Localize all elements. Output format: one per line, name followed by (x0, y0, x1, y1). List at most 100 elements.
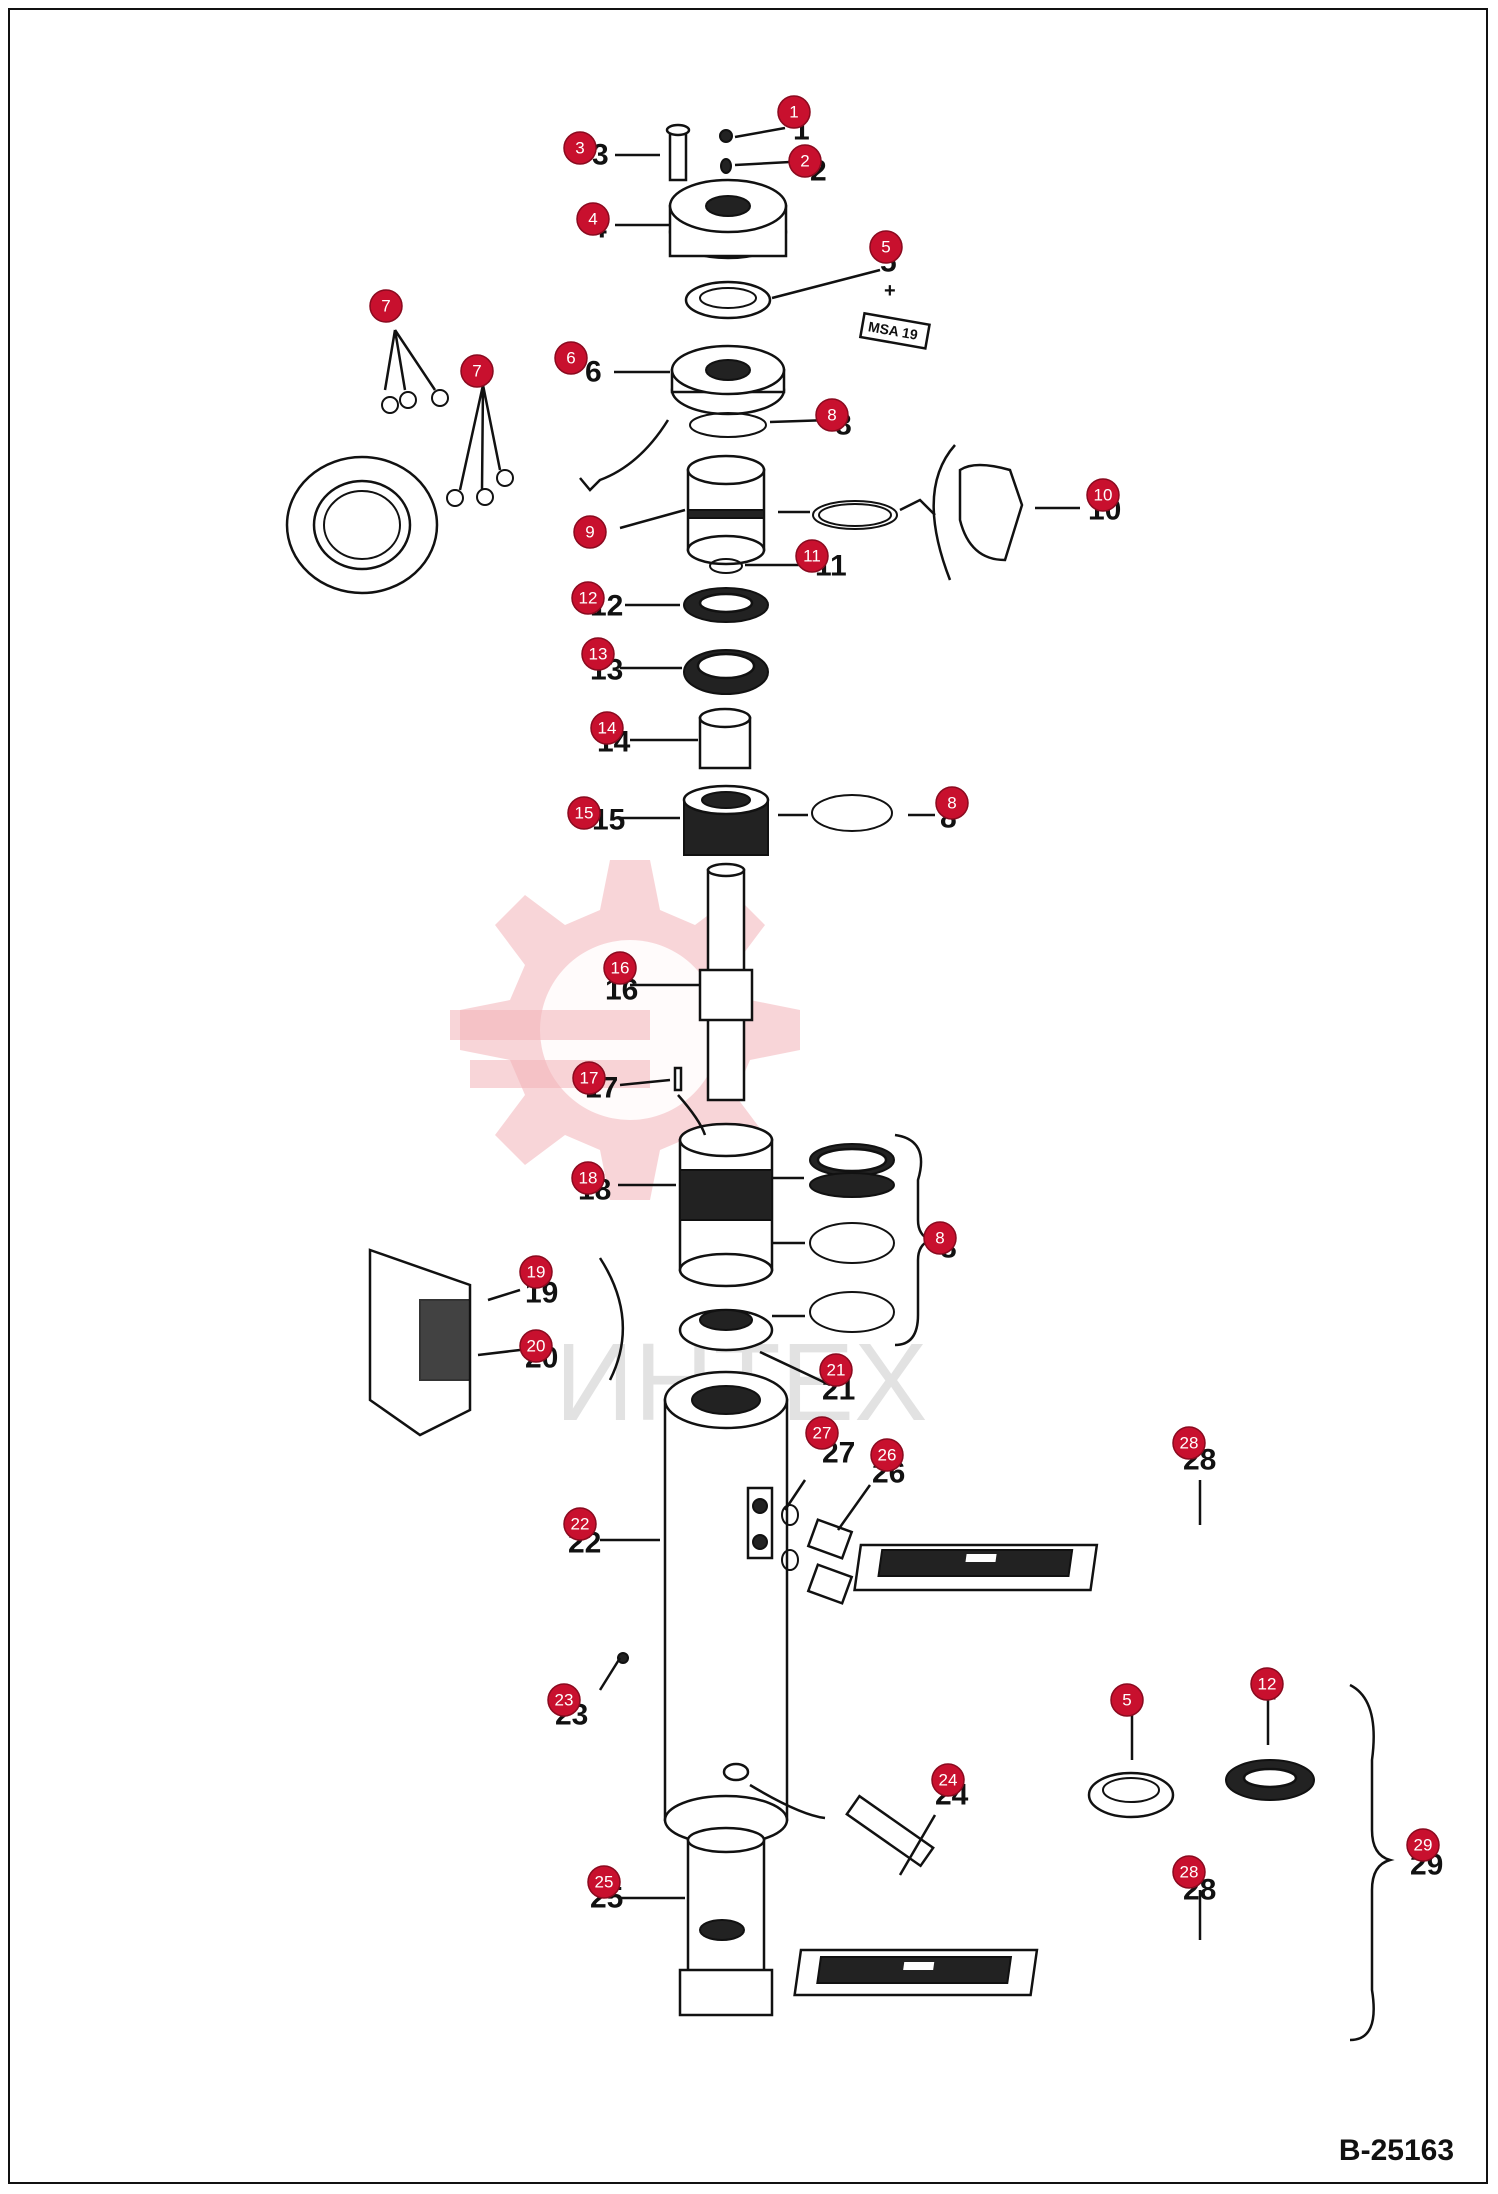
callout-27: 27 (805, 1416, 839, 1450)
callout-3: 3 (563, 131, 597, 165)
callout-19: 19 (519, 1255, 553, 1289)
parts-column: MSA 19 + (617, 123, 935, 2017)
callout-5: 5 (1110, 1683, 1144, 1717)
callout-number: 14 (598, 719, 617, 738)
callout-number: 27 (813, 1424, 832, 1443)
detail-ring-section (368, 1248, 625, 1437)
callout-2: 2 (788, 144, 822, 178)
callout-circle (923, 1221, 957, 1255)
callout-number: 3 (575, 139, 584, 158)
callout-23: 23 (547, 1683, 581, 1717)
drawing-frame (8, 8, 1488, 2184)
callout-number: 8 (935, 1229, 944, 1248)
callout-number: 2 (800, 152, 809, 171)
callout-circle (571, 581, 605, 615)
callout-number: 16 (611, 959, 630, 978)
callout-28: 28 (1172, 1855, 1206, 1889)
callout-number: 19 (527, 1263, 546, 1282)
svg-text:6: 6 (585, 356, 602, 389)
callout-11: 11 (795, 539, 829, 573)
callout-circle (369, 289, 403, 323)
callout-number: 24 (939, 1771, 958, 1790)
callout-number: 6 (566, 349, 575, 368)
callout-circle (587, 1865, 621, 1899)
callout-26: 26 (870, 1438, 904, 1472)
callout-7: 7 (460, 354, 494, 388)
callout-18: 18 (571, 1161, 605, 1195)
callout-circle (805, 1416, 839, 1450)
callout-circle (815, 398, 849, 432)
callout-circle (777, 95, 811, 129)
callout-circle (788, 144, 822, 178)
callout-circle (563, 131, 597, 165)
callout-number: 1 (789, 103, 798, 122)
callout-22: 22 (563, 1507, 597, 1541)
plus-sign: + (884, 280, 896, 302)
callout-number: 8 (827, 406, 836, 425)
callout-circle (1250, 1667, 1284, 1701)
callout-number: 25 (595, 1873, 614, 1892)
callout-7: 7 (369, 289, 403, 323)
callout-circle (563, 1507, 597, 1541)
callout-circle (1406, 1828, 1440, 1862)
callout-number: 20 (527, 1337, 546, 1356)
callout-circle (567, 796, 601, 830)
callout-number: 5 (1122, 1691, 1131, 1710)
callout-8: 8 (923, 1221, 957, 1255)
callout-circle (460, 354, 494, 388)
callout-17: 17 (572, 1061, 606, 1095)
callout-number: 17 (580, 1069, 599, 1088)
callout-number: 10 (1094, 486, 1113, 505)
detail-seal-section (932, 444, 1024, 581)
kit-parts (793, 1480, 1395, 2042)
callout-circle (547, 1683, 581, 1717)
callout-badges: 1234567789101112131415816171881920212227… (369, 95, 1440, 1899)
callout-5: 5 (869, 230, 903, 264)
callout-20: 20 (519, 1329, 553, 1363)
callout-number: 28 (1180, 1434, 1199, 1453)
callout-number: 7 (381, 297, 390, 316)
callout-number: 23 (555, 1691, 574, 1710)
callout-number: 28 (1180, 1863, 1199, 1882)
detail-flange (285, 329, 670, 595)
callout-number: 26 (878, 1446, 897, 1465)
callout-9: 9 (573, 515, 607, 549)
callout-15: 15 (567, 796, 601, 830)
callout-6: 6 (554, 341, 588, 375)
callout-number: 21 (827, 1361, 846, 1380)
callout-number: 12 (579, 589, 598, 608)
callout-number: 15 (575, 804, 594, 823)
callout-circle (935, 786, 969, 820)
callout-circle (931, 1763, 965, 1797)
callout-10: 10 (1086, 478, 1120, 512)
callout-circle (554, 341, 588, 375)
callout-circle (869, 230, 903, 264)
callout-4: 4 (576, 202, 610, 236)
callout-circle (576, 202, 610, 236)
callout-number: 4 (588, 210, 597, 229)
callout-circle (571, 1161, 605, 1195)
callout-circle (581, 637, 615, 671)
callout-13: 13 (581, 637, 615, 671)
drawing-id: B-25163 (1338, 2134, 1454, 2167)
callout-12: 12 (1250, 1667, 1284, 1701)
callout-circle (795, 539, 829, 573)
callout-number: 9 (585, 523, 594, 542)
callout-circle (603, 951, 637, 985)
callout-circle (819, 1353, 853, 1387)
callout-24: 24 (931, 1763, 965, 1797)
callout-circle (573, 515, 607, 549)
callout-circle (870, 1438, 904, 1472)
callout-21: 21 (819, 1353, 853, 1387)
callout-29: 29 (1406, 1828, 1440, 1862)
callout-circle (519, 1255, 553, 1289)
callout-number: 11 (803, 547, 821, 566)
callout-circle (572, 1061, 606, 1095)
callout-circle (1110, 1683, 1144, 1717)
callout-8: 8 (935, 786, 969, 820)
callout-number: 5 (881, 238, 890, 257)
callout-number: 29 (1414, 1836, 1433, 1855)
callout-28: 28 (1172, 1426, 1206, 1460)
callout-circle (1086, 478, 1120, 512)
